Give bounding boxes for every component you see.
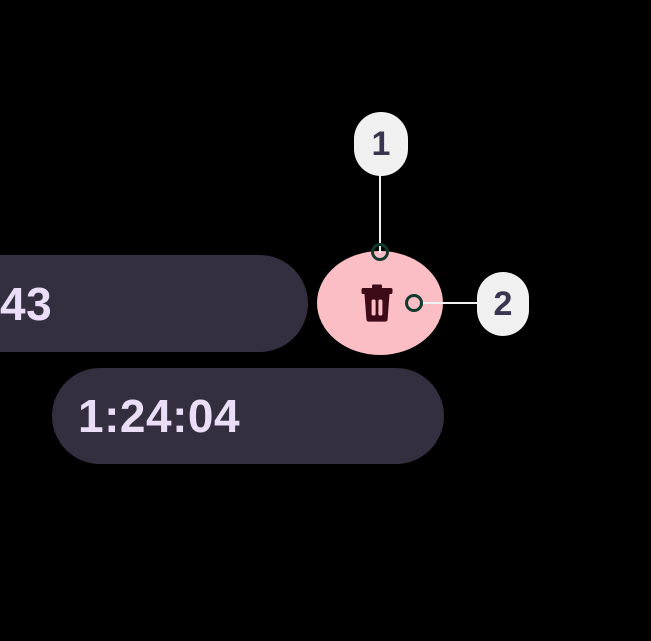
annotation-anchor-ring-1 xyxy=(371,243,389,261)
count-pill[interactable]: 43 xyxy=(0,255,308,352)
timer-pill[interactable]: 1:24:04 xyxy=(52,368,444,464)
annotation-badge-1-label: 1 xyxy=(371,125,391,163)
count-pill-label: 43 xyxy=(0,277,53,330)
trash-icon xyxy=(360,284,394,322)
annotation-badge-1[interactable]: 1 xyxy=(354,112,408,176)
annotation-anchor-ring-2 xyxy=(405,294,423,312)
timer-pill-label: 1:24:04 xyxy=(78,390,241,442)
annotation-badge-2-label: 2 xyxy=(493,285,513,323)
annotation-connector-2 xyxy=(420,302,480,304)
annotation-connector-1 xyxy=(379,175,381,253)
annotation-badge-2[interactable]: 2 xyxy=(477,272,529,336)
